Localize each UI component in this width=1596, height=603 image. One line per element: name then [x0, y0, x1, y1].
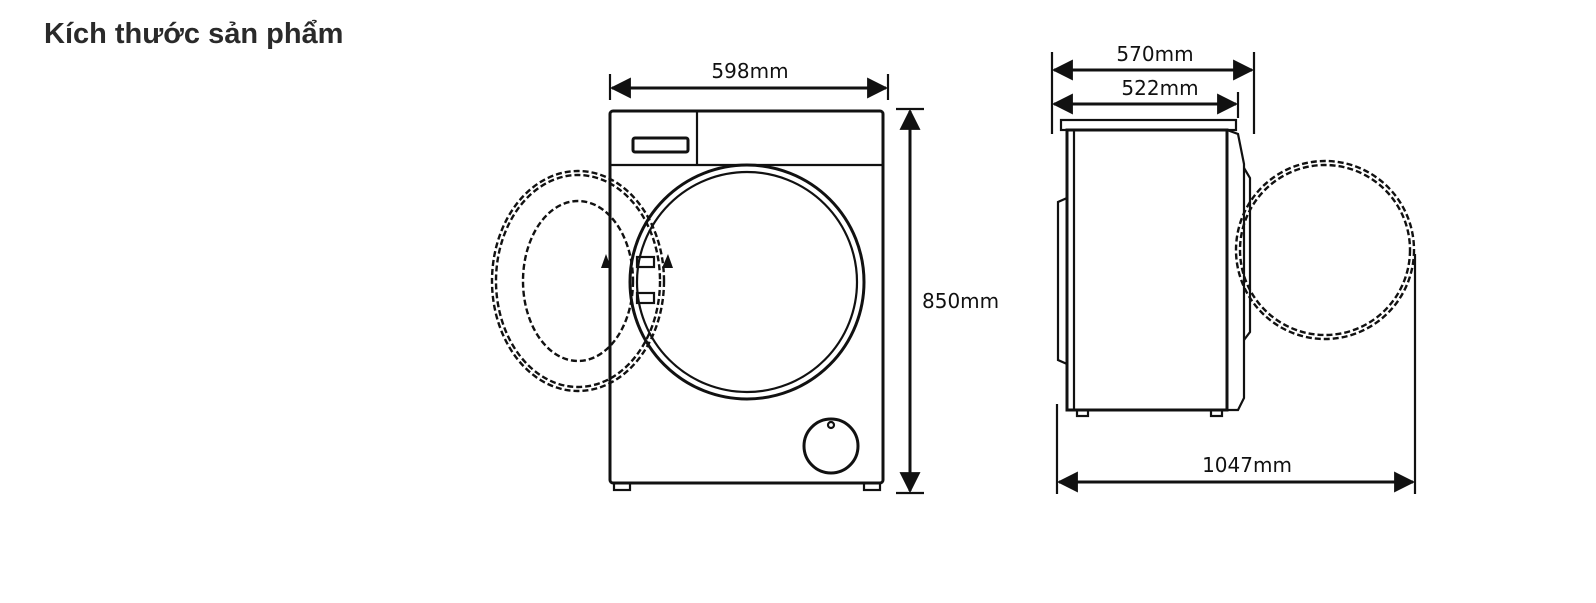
door-hinge-top	[635, 255, 656, 269]
side-open-door-outline	[1234, 159, 1416, 341]
front-view: 598mm 850mm	[490, 59, 999, 495]
height-dimension: 850mm	[896, 107, 999, 495]
height-label: 850mm	[922, 289, 999, 313]
open-door-outline	[490, 169, 666, 393]
side-depth-total-dimension: 570mm	[1050, 42, 1256, 134]
swing-arrow-right	[662, 254, 673, 268]
filter-cap	[802, 417, 860, 475]
depth-door-open-dimension: 1047mm	[1055, 254, 1417, 494]
washer-body-side	[1065, 128, 1229, 412]
door-porthole-outer	[628, 163, 866, 401]
door-hinge-bottom	[635, 291, 656, 305]
front-width-label: 598mm	[711, 59, 788, 83]
side-depth-body-dimension: 522mm	[1051, 76, 1240, 118]
side-depth-body-label: 522mm	[1121, 76, 1198, 100]
foot-right	[862, 481, 882, 492]
page-title: Kích thước sản phẩm	[44, 18, 344, 50]
side-foot-back	[1075, 408, 1090, 418]
side-view: 570mm 522mm 1047mm	[1050, 42, 1417, 494]
door-porthole-inner	[635, 170, 859, 394]
front-width-dimension: 598mm	[608, 59, 890, 100]
side-foot-front	[1209, 408, 1224, 418]
washer-body-front	[608, 109, 885, 485]
side-depth-total-label: 570mm	[1116, 42, 1193, 66]
swing-arrow-left	[601, 254, 611, 268]
foot-left	[612, 481, 632, 492]
detergent-drawer	[631, 136, 690, 154]
depth-door-open-label: 1047mm	[1202, 453, 1292, 477]
